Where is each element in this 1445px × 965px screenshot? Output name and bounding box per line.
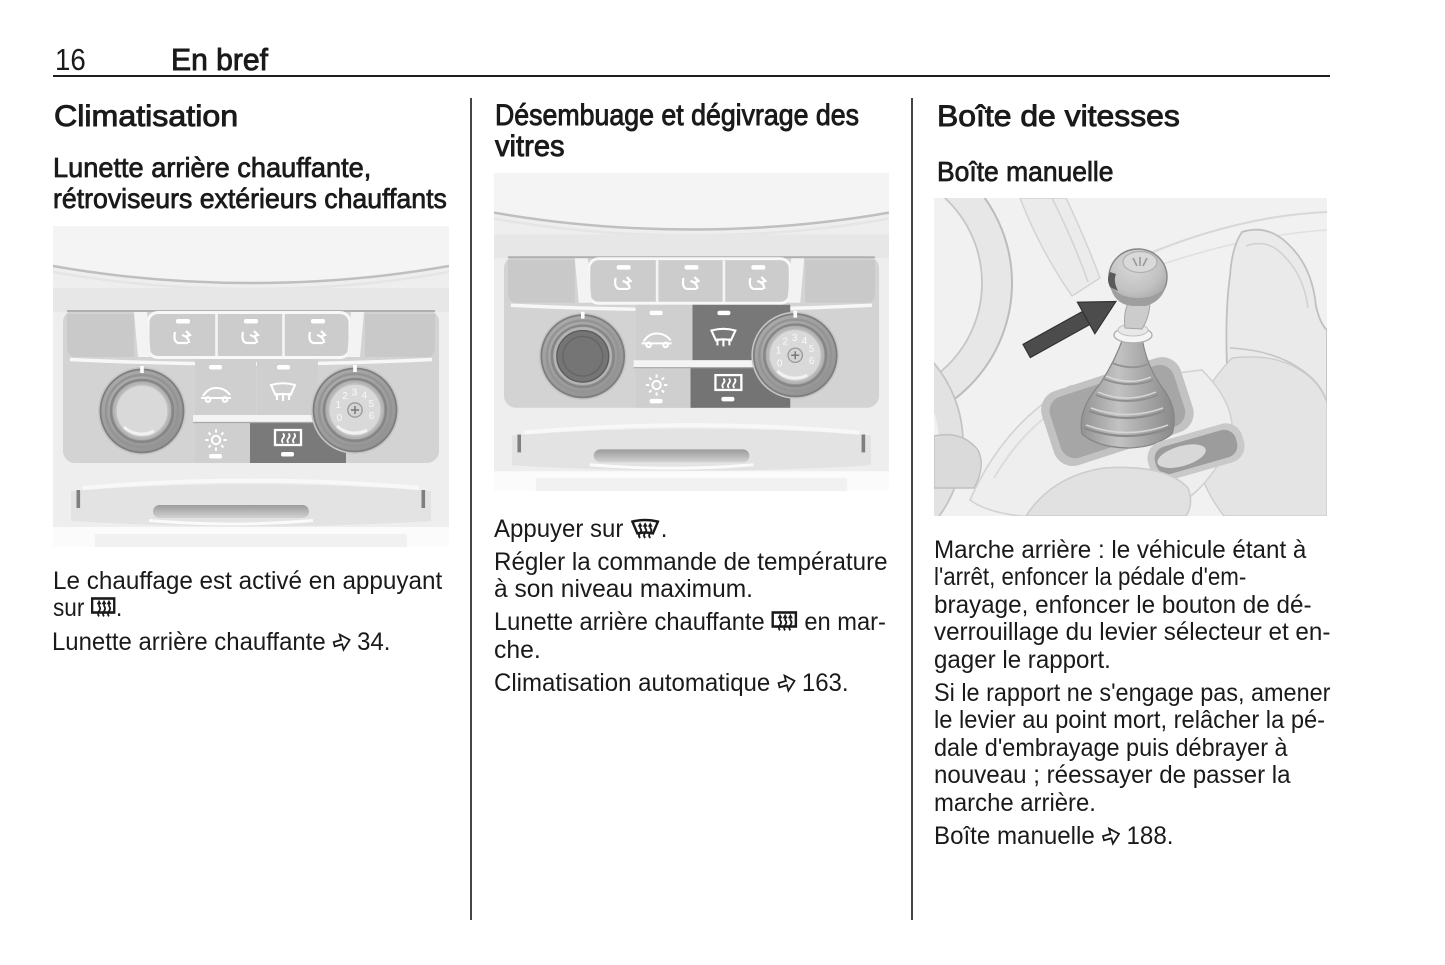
- svg-text:0: 0: [337, 413, 343, 424]
- svg-text:4: 4: [802, 336, 808, 347]
- svg-text:1: 1: [336, 400, 342, 411]
- svg-text:5: 5: [809, 344, 815, 355]
- svg-text:3: 3: [352, 388, 358, 399]
- svg-text:1: 1: [776, 345, 782, 356]
- svg-text:6: 6: [809, 356, 815, 367]
- svg-text:2: 2: [342, 391, 348, 402]
- svg-text:0: 0: [777, 358, 783, 369]
- svg-text:6: 6: [369, 411, 375, 422]
- svg-text:5: 5: [369, 399, 375, 410]
- svg-text:3: 3: [792, 333, 798, 344]
- svg-text:4: 4: [362, 390, 368, 401]
- svg-text:2: 2: [782, 336, 788, 347]
